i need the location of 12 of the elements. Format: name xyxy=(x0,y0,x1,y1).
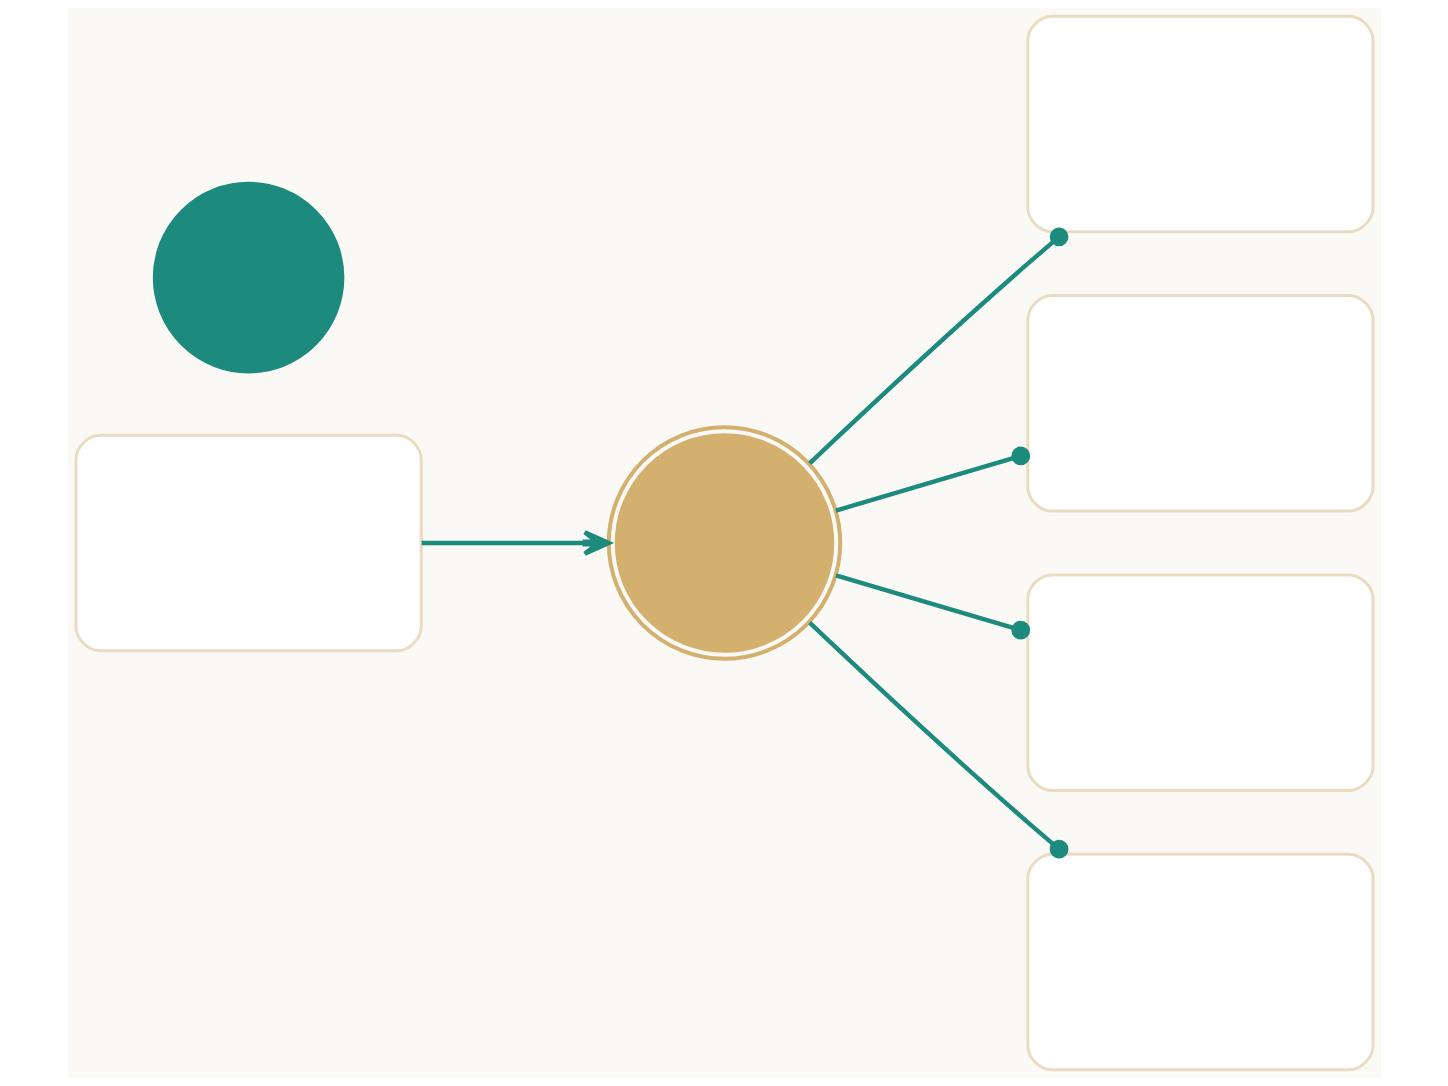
node-box xyxy=(1025,852,1374,1072)
node-box xyxy=(1025,294,1374,513)
node-box xyxy=(1025,14,1374,234)
node-box xyxy=(1025,573,1374,792)
connector xyxy=(834,446,1030,513)
node-box xyxy=(74,433,423,653)
node-circle xyxy=(606,425,842,661)
connector xyxy=(834,573,1030,640)
connector xyxy=(807,227,1068,465)
node-person xyxy=(152,181,344,374)
arrow xyxy=(421,530,611,556)
connector xyxy=(807,621,1068,859)
